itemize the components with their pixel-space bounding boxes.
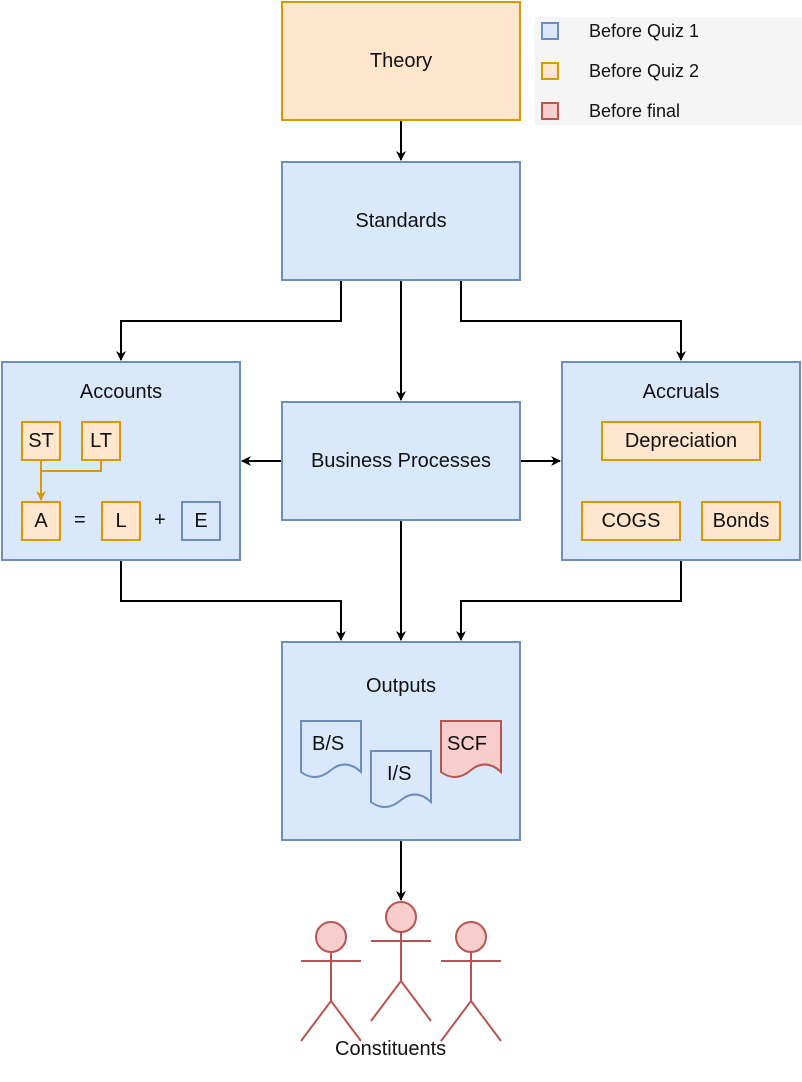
accrual-bonds[interactable]: Bonds (701, 501, 781, 541)
account-e-label: E (194, 509, 208, 532)
business-processes-node[interactable]: Business Processes (281, 401, 521, 521)
account-liabilities[interactable]: L (101, 501, 141, 541)
legend-label: Before final (589, 100, 681, 121)
accrual-depreciation[interactable]: Depreciation (601, 421, 761, 461)
edge-accruals-outputs (456, 561, 682, 641)
standards-node[interactable]: Standards (281, 161, 521, 281)
theory-label: Theory (369, 49, 433, 72)
business-processes-label: Business Processes (310, 449, 492, 472)
account-lt[interactable]: LT (81, 421, 121, 461)
legend-swatch-orange (541, 62, 559, 80)
account-a-label: A (34, 509, 48, 532)
outputs-label: Outputs (365, 675, 437, 697)
legend-item-final: Before final (541, 101, 680, 121)
account-assets[interactable]: A (21, 501, 61, 541)
accrual-cogs[interactable]: COGS (581, 501, 681, 541)
legend-item-quiz2: Before Quiz 2 (541, 61, 699, 81)
edge-standards-accruals (460, 281, 686, 361)
legend-item-quiz1: Before Quiz 1 (541, 21, 699, 41)
depreciation-label: Depreciation (624, 429, 738, 452)
edge-standards-accounts (116, 281, 342, 361)
legend-label: Before Quiz 1 (589, 20, 700, 41)
balance-sheet-label: B/S (312, 733, 345, 755)
bonds-label: Bonds (712, 509, 770, 532)
plus-sign: + (154, 509, 166, 531)
theory-node[interactable]: Theory (281, 1, 521, 121)
income-statement-label: I/S (387, 763, 412, 785)
legend-label: Before Quiz 2 (589, 60, 700, 81)
accounts-label: Accounts (79, 381, 163, 403)
legend: Before Quiz 1 Before Quiz 2 Before final (535, 17, 802, 125)
edge-accounts-outputs (120, 561, 346, 641)
accruals-label: Accruals (642, 381, 720, 403)
cash-flow-label: SCF (447, 733, 487, 755)
legend-swatch-red (541, 102, 559, 120)
standards-label: Standards (355, 209, 447, 232)
constituents-label: Constituents (335, 1038, 447, 1060)
account-equity[interactable]: E (181, 501, 221, 541)
legend-swatch-blue (541, 22, 559, 40)
account-l-label: L (115, 509, 127, 532)
account-st-label: ST (28, 429, 54, 452)
cogs-label: COGS (601, 509, 661, 532)
equals-sign: = (74, 509, 86, 531)
account-st[interactable]: ST (21, 421, 61, 461)
account-lt-label: LT (90, 429, 112, 452)
